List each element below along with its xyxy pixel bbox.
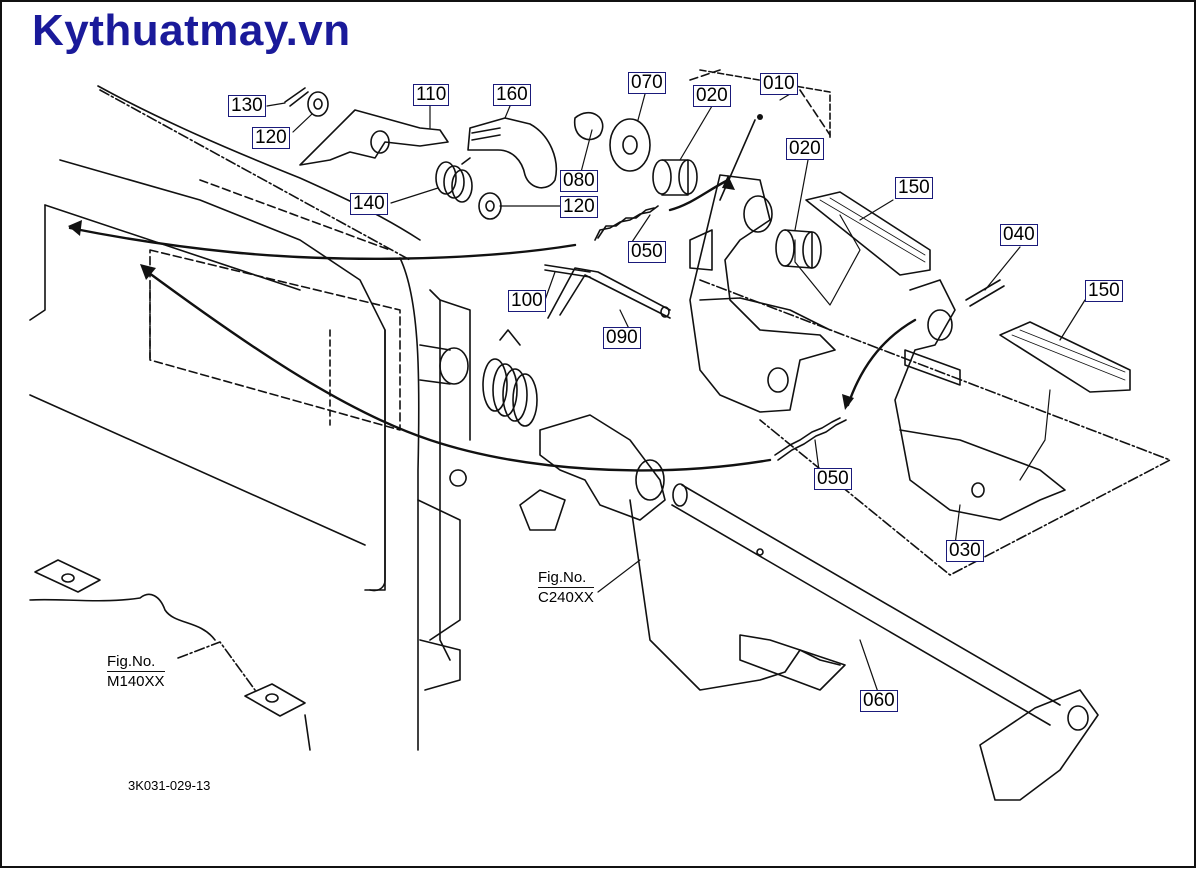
part-150b-pad: [999, 321, 1131, 393]
part-020-bushing: [652, 159, 822, 269]
part-label-040: 040: [1000, 224, 1038, 246]
part-label-120: 120: [252, 127, 290, 149]
part-label-110: 110: [413, 84, 450, 106]
figure-ref-c240-code: C240XX: [538, 587, 594, 606]
part-060-shaft: [671, 483, 1099, 801]
figure-ref-m140: Fig.No. M140XX: [107, 652, 165, 691]
tractor-body-panel: [29, 85, 471, 751]
part-080-clip: [574, 111, 604, 141]
part-label-140: 140: [350, 193, 388, 215]
part-label-150-lower: 150: [1085, 280, 1123, 302]
part-120b-washer: [478, 192, 502, 220]
watermark-logo: Kythuatmay.vn: [32, 6, 351, 55]
part-130-pin: [284, 87, 309, 107]
part-160-cover: [467, 117, 557, 189]
part-050b-spring: [774, 417, 847, 461]
part-label-050-upper: 050: [628, 241, 666, 263]
part-label-070: 070: [628, 72, 666, 94]
part-090-rod: [547, 267, 671, 319]
part-label-150-upper: 150: [895, 177, 933, 199]
part-label-120-lower: 120: [560, 196, 598, 218]
assembly-arrows: [68, 178, 917, 472]
figure-ref-c240-title: Fig.No.: [538, 569, 587, 586]
part-110-lever: [299, 109, 449, 166]
drawing-code: 3K031-029-13: [128, 778, 211, 793]
part-label-050-lower: 050: [814, 468, 852, 490]
part-label-010: 010: [760, 73, 798, 95]
part-030-pedal: [894, 279, 1066, 521]
figure-ref-m140-code: M140XX: [107, 671, 165, 690]
part-070-washer: [609, 118, 651, 172]
part-010-pedal-assy: [689, 69, 836, 413]
part-label-100: 100: [508, 290, 546, 312]
part-label-130: 130: [228, 95, 266, 117]
figure-ref-c240: Fig.No. C240XX: [538, 568, 594, 607]
part-label-060: 060: [860, 690, 898, 712]
part-140-spring: [435, 157, 473, 203]
part-040-pin: [965, 279, 1005, 307]
part-label-020: 020: [693, 85, 731, 107]
spring-large: [482, 329, 538, 427]
part-100-pin: [544, 264, 591, 278]
part-150a-pad: [805, 191, 931, 276]
part-label-160: 160: [493, 84, 531, 106]
leader-lines: [266, 93, 1086, 699]
part-label-090: 090: [603, 327, 641, 349]
part-050a-spring: [594, 205, 659, 241]
part-label-020-right: 020: [786, 138, 824, 160]
part-120-washer: [307, 91, 329, 117]
part-label-030: 030: [946, 540, 984, 562]
figure-ref-m140-title: Fig.No.: [107, 653, 156, 670]
lever-assy: [519, 414, 846, 691]
part-label-080: 080: [560, 170, 598, 192]
